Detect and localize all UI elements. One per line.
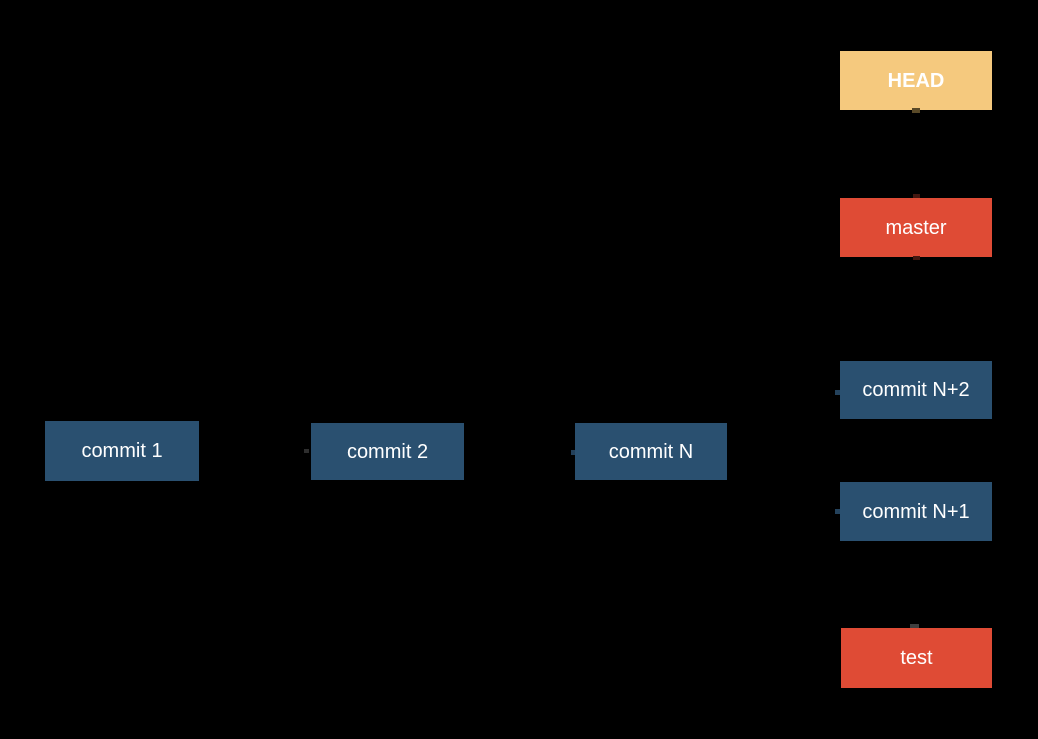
- node-label: test: [900, 647, 933, 669]
- node-head: HEAD: [840, 51, 992, 110]
- arrowhead-above-test: [910, 624, 919, 628]
- node-label: commit 1: [81, 440, 163, 462]
- node-label: commit 2: [346, 440, 429, 463]
- node-test: test: [841, 628, 992, 688]
- arrowhead-below-master: [913, 256, 920, 260]
- arrowhead-above-master: [913, 194, 920, 198]
- arrowhead-left-commit-2: [304, 449, 309, 453]
- node-label: commit N+2: [862, 379, 970, 401]
- node-commit-2: commit 2: [311, 423, 464, 480]
- node-commit-n2: commit N+2: [840, 361, 992, 419]
- arrowhead-left-commit-n1: [835, 509, 840, 514]
- node-master: master: [840, 198, 992, 257]
- node-label: commit N: [608, 440, 694, 463]
- node-label: master: [885, 216, 947, 239]
- arrowhead-left-commit-n: [571, 450, 575, 455]
- node-commit-n1: commit N+1: [840, 482, 992, 541]
- node-label: HEAD: [887, 69, 945, 92]
- arrowhead-below-head: [912, 108, 920, 113]
- node-commit-n: commit N: [575, 423, 727, 480]
- arrowhead-left-commit-n2: [835, 390, 840, 395]
- node-label: commit N+1: [862, 500, 970, 523]
- node-commit-1: commit 1: [45, 421, 199, 481]
